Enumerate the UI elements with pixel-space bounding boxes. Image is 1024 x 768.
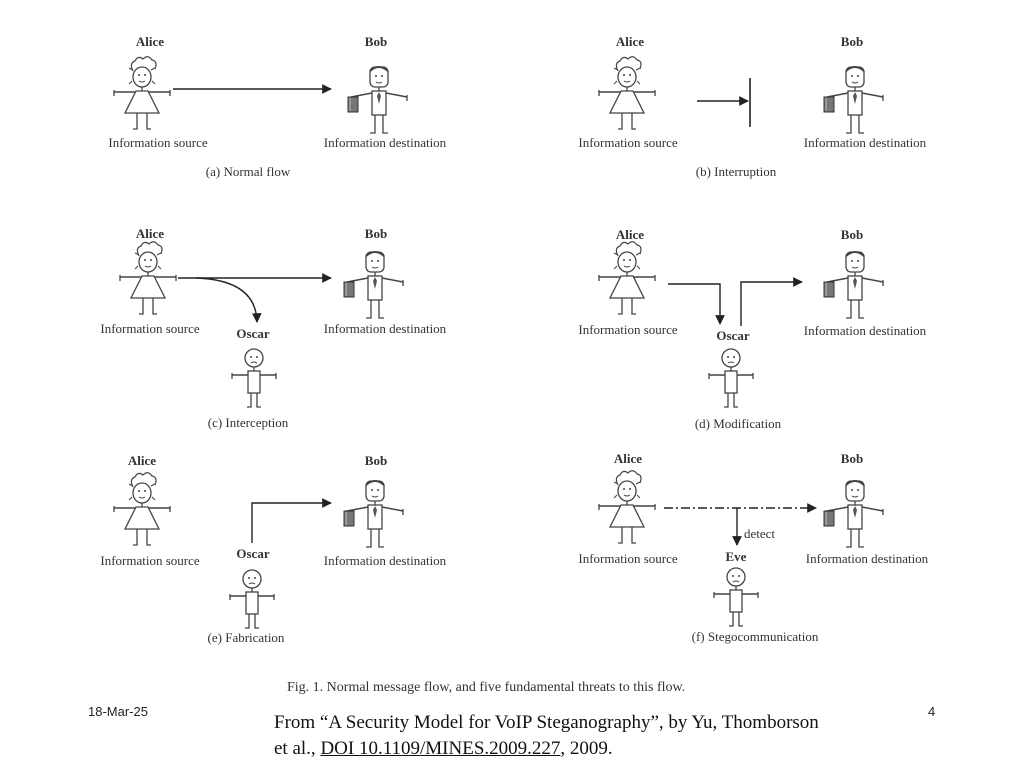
source-label: Information source [578,322,678,337]
destination-label: Information destination [324,321,447,336]
alice-figure [113,55,171,130]
oscar-name: Oscar [716,328,749,343]
alice-name: Alice [128,453,156,468]
bob-name: Bob [841,227,863,242]
panel-caption: (a) Normal flow [206,164,291,179]
slide-number: 4 [928,704,936,719]
panel-c-interception: Alice Information source Bob Information… [100,226,446,430]
panel-caption: (d) Modification [695,416,782,431]
panel-caption: (f) Stegocommunication [692,629,819,644]
destination-label: Information destination [806,551,929,566]
panel-caption: (c) Interception [208,415,289,430]
bob-figure [343,480,404,548]
figure-caption: Fig. 1. Normal message flow, and five fu… [287,680,685,695]
oscar-figure [229,569,275,629]
citation-year: , 2009. [560,738,613,759]
modified-message-arrow [740,277,803,326]
source-label: Information source [108,135,208,150]
alice-figure [598,240,656,315]
citation-text: From “A Security Model for VoIP Steganog… [274,712,819,759]
bob-figure [347,66,408,134]
panel-f-stegocommunication: Alice Information source Bob Information… [578,451,928,644]
destination-label: Information destination [324,135,447,150]
bob-name: Bob [365,226,387,241]
eve-name: Eve [726,549,747,564]
alice-figure [598,469,656,544]
alice-name: Alice [136,34,164,49]
bob-name: Bob [841,451,863,466]
intercept-arrow [668,283,725,325]
alice-name: Alice [136,226,164,241]
panel-d-modification: Alice Information source Bob Information… [578,227,926,431]
source-label: Information source [100,553,200,568]
panel-a-normal-flow: Alice Information source Bob Information… [108,34,446,179]
detect-label: detect [744,526,775,541]
source-label: Information source [578,551,678,566]
alice-figure [119,240,177,315]
panel-caption: (e) Fabrication [208,630,285,645]
panel-b-interruption: Alice Information source Bob Information… [578,34,926,179]
fabrication-arrow [251,498,332,543]
bob-figure [823,66,884,134]
oscar-name: Oscar [236,326,269,341]
alice-figure [113,471,171,546]
alice-name: Alice [614,451,642,466]
bob-name: Bob [841,34,863,49]
bob-figure [343,251,404,319]
bob-figure [823,251,884,319]
bob-figure [823,480,884,548]
source-label: Information source [100,321,200,336]
alice-name: Alice [616,227,644,242]
panel-caption: (b) Interruption [696,164,777,179]
citation: From “A Security Model for VoIP Steganog… [274,710,834,762]
source-label: Information source [578,135,678,150]
destination-label: Information destination [804,323,927,338]
oscar-figure [708,348,754,408]
panel-e-fabrication: Alice Information source Bob Information… [100,453,446,645]
interception-arrow [195,277,262,323]
destination-label: Information destination [804,135,927,150]
alice-name: Alice [616,34,644,49]
destination-label: Information destination [324,553,447,568]
oscar-figure [231,348,277,408]
oscar-name: Oscar [236,546,269,561]
bob-name: Bob [365,453,387,468]
slide-date: 18-Mar-25 [88,704,148,719]
alice-figure [598,55,656,130]
eve-figure [713,567,759,627]
bob-name: Bob [365,34,387,49]
doi-link[interactable]: DOI 10.1109/MINES.2009.227 [320,738,561,759]
